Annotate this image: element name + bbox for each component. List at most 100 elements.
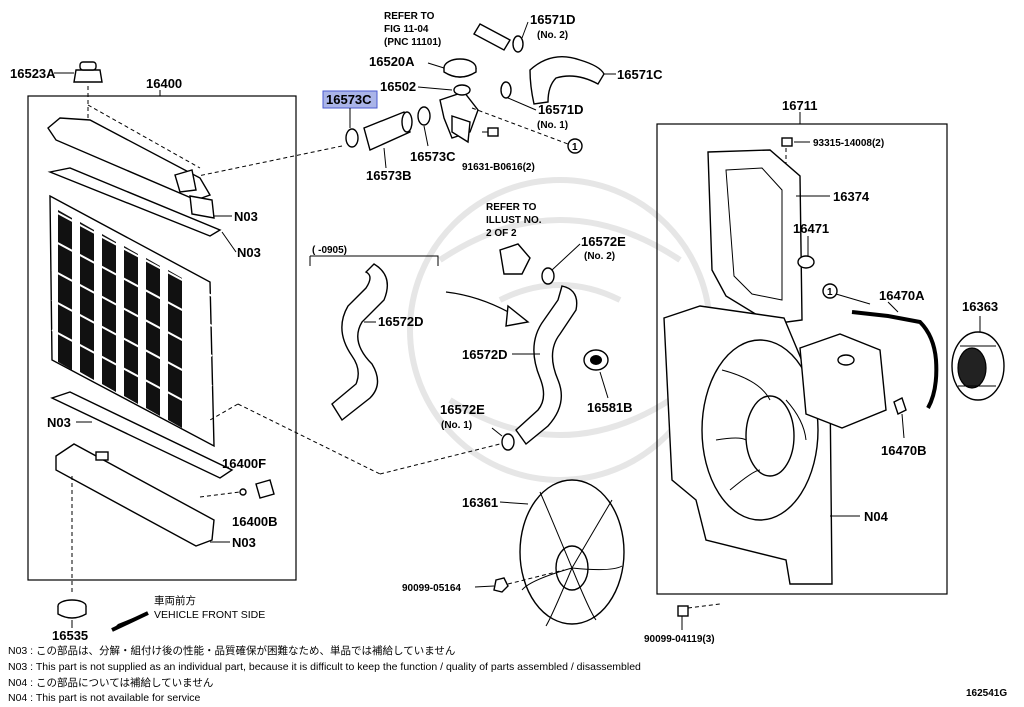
hose-clamp-16572E-no1[interactable] [501,433,515,451]
note-n03-jp: N03 : この部品は、分解・組付け後の性能・品質確保が困難なため、単品では補給… [8,644,455,657]
label-16571C[interactable]: 16571C [617,67,663,82]
callout-circle-1-right [822,283,838,299]
label-16572D-right[interactable]: 16572D [462,347,508,362]
change-arrowhead-icon [505,304,530,327]
radiator-support-cushion[interactable] [57,599,87,619]
hose-16571C[interactable] [473,23,605,105]
label-16470A[interactable]: 16470A [879,288,925,303]
ref-illust-line1: REFER TO [486,202,537,213]
diagram-id: 162541G [966,688,1007,699]
lower-gasket [50,391,234,479]
label-N03-lower-gasket[interactable]: N03 [47,415,71,430]
qualifier-16571D-no2: (No. 2) [537,30,568,41]
label-16471[interactable]: 16471 [793,221,829,236]
upper-gasket [47,167,222,237]
label-90099-04119[interactable]: 90099-04119(3) [644,634,715,645]
label-16581B[interactable]: 16581B [587,400,633,415]
callout-circle-1 [567,138,583,154]
hose-clamp-16573C[interactable] [417,106,431,126]
radiator-core[interactable] [49,194,215,448]
label-16572E-no1[interactable]: 16572E [440,402,485,417]
label-16571D-no1[interactable]: 16571D [538,102,584,117]
label-N03-upper-tank[interactable]: N03 [234,209,258,224]
label-16400[interactable]: 16400 [146,76,182,91]
label-16535[interactable]: 16535 [52,628,88,643]
label-16573C[interactable]: 16573C [410,149,456,164]
overflow-hose-16470A[interactable] [851,310,939,409]
radiator-cap-16520A[interactable] [443,58,477,78]
label-16502[interactable]: 16502 [380,79,416,94]
label-16571D-no2[interactable]: 16571D [530,12,576,27]
part-labels: 16523A 16400 16573C 16573C 16573B 16520A… [10,11,998,645]
ref-illust-line2[interactable]: ILLUST NO. [486,215,542,226]
ref-fig-line2[interactable]: FIG 11-04 [384,24,429,35]
radiator-lower-tank[interactable] [55,443,215,547]
label-N03-gasket[interactable]: N03 [237,245,261,260]
radiator-group-frame [27,95,297,581]
front-label-jp: 車両前方 [154,594,196,607]
label-16470B[interactable]: 16470B [881,443,927,458]
fan-motor-16363[interactable] [951,331,1005,401]
note-n03-en: N03 : This part is not supplied as an in… [8,661,641,673]
hose-clamp-16573C-highlighted[interactable] [345,128,359,148]
label-93315[interactable]: 93315-14008(2) [813,138,884,149]
label-91631[interactable]: 91631-B0616(2) [462,162,535,173]
note-n04-jp: N04 : この部品については補給していません [8,676,213,689]
drain-cock-plug[interactable] [255,479,275,499]
clip-16471[interactable] [797,255,815,269]
shroud-cover-16374[interactable] [707,149,803,325]
reserve-tank[interactable] [799,333,887,429]
drain-bracket-upper [189,195,215,219]
label-16400F[interactable]: 16400F [222,456,266,471]
drain-cock-gasket[interactable] [239,488,247,496]
ref-fig-line3: (PNC 11101) [384,37,441,48]
qualifier-16571D-no1: (No. 1) [537,120,568,131]
fan-shroud-N04[interactable] [663,305,833,585]
qualifier-16572E-no1: (No. 1) [441,420,472,431]
label-90099-05164[interactable]: 90099-05164 [402,583,461,594]
bolt-91631[interactable] [482,127,499,137]
footnotes: N03 : この部品は、分解・組付け後の性能・品質確保が困難なため、単品では補給… [8,644,1007,704]
callout-1-right-text: 1 [827,287,833,298]
fan-shroud-group-frame [656,123,948,595]
note-n04-en: N04 : This part is not available for ser… [8,692,201,704]
lower-hose-16572D-right[interactable] [515,285,578,446]
callout-1-text: 1 [572,142,578,153]
label-16572E-no2[interactable]: 16572E [581,234,626,249]
nut-90099-05164[interactable] [493,577,509,593]
radiator-hose-16573B[interactable] [363,111,413,151]
lower-hose-16572D-left[interactable] [331,263,388,422]
qualifier-16572E-no2: (No. 2) [584,251,615,262]
clamp-16581B[interactable] [583,349,609,371]
radiator-upper-tank[interactable] [47,117,212,201]
label-N03-lower-tank[interactable]: N03 [232,535,256,550]
label-16520A[interactable]: 16520A [369,54,415,69]
hose-clamp-16571D-no2[interactable] [512,35,524,53]
label-16361[interactable]: 16361 [462,495,498,510]
vehicle-front-arrow-icon [111,611,149,632]
bolt-90099-04119[interactable] [677,605,689,617]
hose-clip-16470B[interactable] [893,397,907,415]
date-range: ( -0905) [312,245,347,256]
label-16572D-left[interactable]: 16572D [378,314,424,329]
label-16374[interactable]: 16374 [833,189,870,204]
hose-clamp-16571D-no1[interactable] [500,81,512,99]
water-inlet-16572E-area[interactable] [499,243,555,285]
ref-fig-line1: REFER TO [384,11,435,22]
bolt-93315[interactable] [781,137,793,147]
label-N04[interactable]: N04 [864,509,889,524]
water-outlet-16502[interactable] [439,84,479,144]
ref-illust-line3: 2 OF 2 [486,228,517,239]
label-16400B[interactable]: 16400B [232,514,278,529]
label-16363[interactable]: 16363 [962,299,998,314]
radiator-cap[interactable] [54,61,103,83]
label-16573B[interactable]: 16573B [366,168,412,183]
change-arrow-icon [445,291,513,315]
front-label-en: VEHICLE FRONT SIDE [154,609,265,621]
label-16711[interactable]: 16711 [782,98,817,113]
fan-16361[interactable] [519,479,625,627]
date-range-bracket [309,255,439,266]
label-16573C-highlighted[interactable]: 16573C [326,92,372,107]
label-16523A[interactable]: 16523A [10,66,56,81]
